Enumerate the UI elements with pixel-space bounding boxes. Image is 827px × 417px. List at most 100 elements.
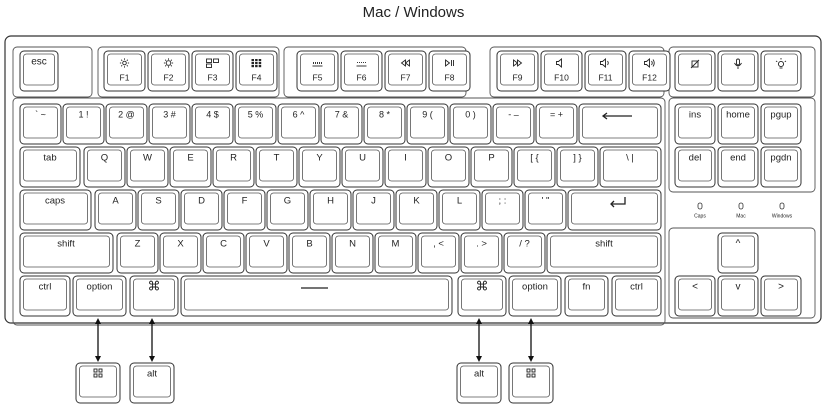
key-q-1[interactable]: Q xyxy=(83,146,126,188)
key-ins[interactable]: ins xyxy=(674,103,716,145)
esc-key[interactable]: esc xyxy=(19,50,59,92)
arrow-up-key[interactable]: ^ xyxy=(717,232,759,274)
key-x-14[interactable]: X xyxy=(159,232,202,274)
caps-key[interactable]: caps xyxy=(19,189,92,231)
key-label: C xyxy=(220,239,227,250)
key-2-2[interactable]: 2 @ xyxy=(105,103,148,145)
key-a-1[interactable]: A xyxy=(94,189,137,231)
key-1-1[interactable]: 1 ! xyxy=(62,103,105,145)
backspace-arrow-icon xyxy=(601,112,632,120)
f6-key[interactable]: F6 xyxy=(340,50,383,92)
f4-key[interactable]: F4 xyxy=(235,50,278,92)
key-9-9[interactable]: 9 ( xyxy=(406,103,449,145)
light-key[interactable] xyxy=(760,50,802,92)
f9-key[interactable]: F9 xyxy=(496,50,539,92)
key-i-8[interactable]: I xyxy=(384,146,427,188)
enter-key[interactable] xyxy=(567,189,662,231)
tab-key[interactable]: tab xyxy=(19,146,81,188)
right-ctrl-key[interactable]: ctrl xyxy=(611,275,662,317)
left-shift-key[interactable]: shift xyxy=(19,232,114,274)
key-sym-0[interactable]: ` ~ xyxy=(19,103,62,145)
key-pgup[interactable]: pgup xyxy=(760,103,802,145)
key-n-18[interactable]: N xyxy=(331,232,374,274)
key-label: A xyxy=(112,196,119,207)
key-sym-12[interactable]: ] } xyxy=(556,146,599,188)
left-command-key[interactable]: ⌘ xyxy=(129,275,179,317)
right-command-key[interactable]: ⌘ xyxy=(457,275,507,317)
key-m-19[interactable]: M xyxy=(374,232,417,274)
alt-key-left[interactable]: alt xyxy=(129,362,175,404)
key-6-6[interactable]: 6 ^ xyxy=(277,103,320,145)
key-y-6[interactable]: Y xyxy=(298,146,341,188)
fn-key[interactable]: fn xyxy=(564,275,609,317)
backslash-key[interactable]: \ | xyxy=(599,146,662,188)
f7-key[interactable]: F7 xyxy=(384,50,427,92)
key-s-2[interactable]: S xyxy=(137,189,180,231)
enter-arrow-icon xyxy=(610,197,626,208)
key-e-3[interactable]: E xyxy=(169,146,212,188)
arrow-right-key[interactable]: > xyxy=(760,275,802,317)
arrow-left-key[interactable]: < xyxy=(674,275,716,317)
key-t-5[interactable]: T xyxy=(255,146,298,188)
f10-key[interactable]: F10 xyxy=(540,50,583,92)
key-g-5[interactable]: G xyxy=(266,189,309,231)
f2-key[interactable]: F2 xyxy=(147,50,190,92)
right-option-key[interactable]: option xyxy=(508,275,562,317)
f3-key[interactable]: F3 xyxy=(191,50,234,92)
key-w-2[interactable]: W xyxy=(126,146,169,188)
key-del[interactable]: del xyxy=(674,146,716,188)
key-u-7[interactable]: U xyxy=(341,146,384,188)
key-sym-11[interactable]: [ { xyxy=(513,146,556,188)
key-sym-22[interactable]: / ? xyxy=(503,232,546,274)
key-label: F xyxy=(242,196,248,207)
key-l-9[interactable]: L xyxy=(438,189,481,231)
key-b-17[interactable]: B xyxy=(288,232,331,274)
backspace-key[interactable] xyxy=(578,103,662,145)
left-option-key[interactable]: option xyxy=(72,275,127,317)
key-home[interactable]: home xyxy=(717,103,759,145)
f5-key[interactable]: F5 xyxy=(296,50,339,92)
right-shift-key[interactable]: shift xyxy=(546,232,662,274)
key-0-10[interactable]: 0 ) xyxy=(449,103,492,145)
windows-key-right[interactable] xyxy=(508,362,554,404)
key-label: 4 $ xyxy=(206,109,219,119)
arrow-down-key[interactable]: v xyxy=(717,275,759,317)
key-8-8[interactable]: 8 * xyxy=(363,103,406,145)
f1-key[interactable]: F1 xyxy=(103,50,146,92)
alt-key-right[interactable]: alt xyxy=(456,362,502,404)
key-7-7[interactable]: 7 & xyxy=(320,103,363,145)
key-label: N xyxy=(349,239,356,250)
key-end[interactable]: end xyxy=(717,146,759,188)
key-c-15[interactable]: C xyxy=(202,232,245,274)
screenshot-key[interactable] xyxy=(674,50,716,92)
key-p-10[interactable]: P xyxy=(470,146,513,188)
key-4-4[interactable]: 4 $ xyxy=(191,103,234,145)
key-sym-21[interactable]: . > xyxy=(460,232,503,274)
key-sym-10[interactable]: ; : xyxy=(481,189,524,231)
key-5-5[interactable]: 5 % xyxy=(234,103,277,145)
key-v-16[interactable]: V xyxy=(245,232,288,274)
windows-key-left[interactable] xyxy=(75,362,121,404)
key-k-8[interactable]: K xyxy=(395,189,438,231)
key-r-4[interactable]: R xyxy=(212,146,255,188)
space-key[interactable] xyxy=(180,275,453,317)
key-f-4[interactable]: F xyxy=(223,189,266,231)
key-pgdn[interactable]: pgdn xyxy=(760,146,802,188)
key-label: S xyxy=(155,196,161,207)
key-sym-11[interactable]: ' " xyxy=(524,189,567,231)
key-z-13[interactable]: Z xyxy=(116,232,159,274)
key-sym-11[interactable]: - – xyxy=(492,103,535,145)
key-d-3[interactable]: D xyxy=(180,189,223,231)
play-pause-icon xyxy=(445,59,454,67)
f11-key[interactable]: F11 xyxy=(584,50,627,92)
key-3-3[interactable]: 3 # xyxy=(148,103,191,145)
key-sym-20[interactable]: , < xyxy=(417,232,460,274)
mic-key[interactable] xyxy=(717,50,759,92)
left-ctrl-key[interactable]: ctrl xyxy=(19,275,71,317)
f8-key[interactable]: F8 xyxy=(428,50,471,92)
f12-key[interactable]: F12 xyxy=(628,50,671,92)
key-sym-12[interactable]: = + xyxy=(535,103,578,145)
key-h-6[interactable]: H xyxy=(309,189,352,231)
key-j-7[interactable]: J xyxy=(352,189,395,231)
key-o-9[interactable]: O xyxy=(427,146,470,188)
